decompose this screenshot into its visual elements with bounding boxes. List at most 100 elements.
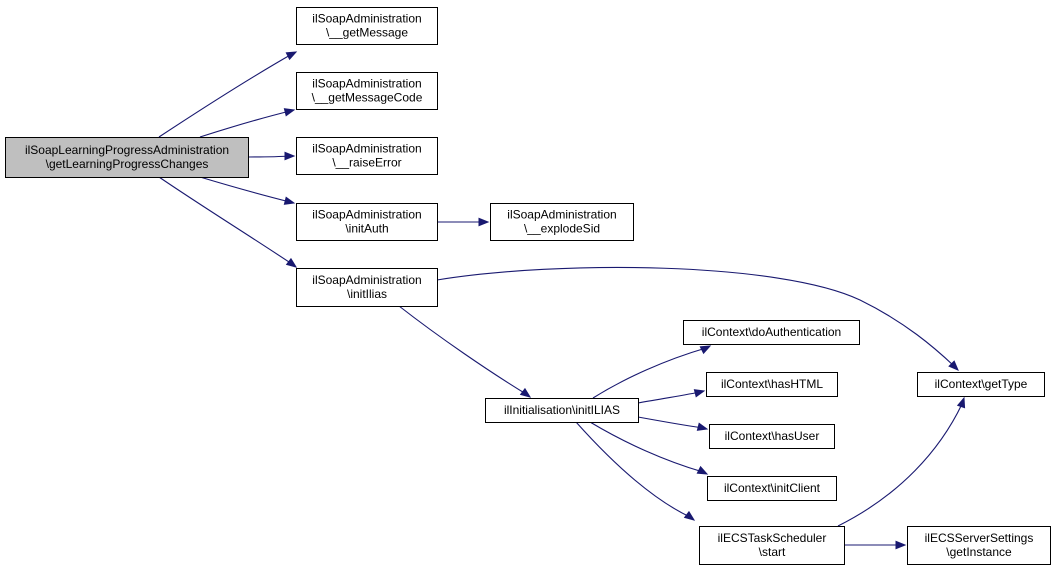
node-label: ilInitialisation\initILIAS [504, 403, 620, 417]
edges-layer [158, 51, 966, 550]
node-label: ilContext\doAuthentication [702, 325, 841, 339]
edge-arrowhead [693, 389, 706, 398]
edge-initILIAS2-to-doAuthentication [592, 345, 712, 399]
node-label: ilECSTaskScheduler [718, 531, 827, 545]
edge-root-to-getMessage [158, 51, 298, 138]
node-getMessageCode[interactable]: ilSoapAdministration\__getMessageCode [296, 72, 438, 110]
edge-line [199, 176, 291, 203]
node-label: \__getMessage [326, 26, 408, 40]
node-getInstance[interactable]: ilECSServerSettings\getInstance [907, 526, 1051, 565]
edge-initILIAS2-to-initClient [589, 421, 709, 475]
node-label: \initIlias [347, 287, 387, 301]
edge-arrowhead [956, 396, 966, 409]
node-box[interactable] [706, 372, 838, 397]
node-label: \__explodeSid [524, 222, 600, 236]
node-hasUser[interactable]: ilContext\hasUser [709, 424, 835, 449]
node-box[interactable] [699, 526, 845, 565]
edge-root-to-initAuth [199, 176, 296, 205]
node-label: ilSoapAdministration [312, 77, 421, 91]
edge-line [398, 305, 527, 395]
node-doAuthentication[interactable]: ilContext\doAuthentication [683, 320, 860, 345]
node-raiseError[interactable]: ilSoapAdministration\__raiseError [296, 137, 438, 175]
node-explodeSid[interactable]: ilSoapAdministration\__explodeSid [490, 203, 634, 241]
node-box[interactable] [707, 476, 837, 501]
node-box[interactable] [5, 137, 249, 178]
edge-line [837, 403, 963, 527]
node-hasHTML[interactable]: ilContext\hasHTML [706, 372, 838, 397]
node-box[interactable] [917, 372, 1045, 397]
edge-initIlias-to-initILIAS2 [398, 305, 532, 398]
edge-arrowhead [283, 196, 296, 205]
edge-line [637, 416, 704, 429]
node-label: ilContext\getType [935, 377, 1028, 391]
edge-line [436, 266, 955, 367]
node-getType[interactable]: ilContext\getType [917, 372, 1045, 397]
node-label: ilContext\initClient [724, 481, 821, 495]
node-label: ilSoapAdministration [312, 142, 421, 156]
edge-arrowhead [683, 510, 696, 521]
edge-initILIAS2-to-ecsStart [575, 421, 696, 521]
edge-arrowhead [696, 422, 709, 431]
node-box[interactable] [296, 72, 438, 110]
node-label: \initAuth [345, 222, 388, 236]
node-label: ilECSServerSettings [925, 531, 1034, 545]
edge-arrowhead [284, 151, 296, 161]
node-label: \getLearningProgressChanges [46, 157, 209, 171]
node-box[interactable] [296, 268, 438, 307]
edge-line [592, 347, 707, 399]
edge-arrowhead [895, 540, 907, 550]
node-label: ilSoapAdministration [507, 208, 616, 222]
node-getMessage[interactable]: ilSoapAdministration\__getMessage [296, 7, 438, 45]
edge-line [637, 391, 701, 404]
node-label: ilSoapAdministration [312, 208, 421, 222]
node-box[interactable] [683, 320, 860, 345]
node-initAuth[interactable]: ilSoapAdministration\initAuth [296, 203, 438, 241]
edge-root-to-raiseError [247, 151, 296, 161]
edge-line [199, 110, 291, 138]
node-box[interactable] [296, 7, 438, 45]
node-label: \getInstance [946, 545, 1012, 559]
node-box[interactable] [296, 203, 438, 241]
node-label: ilContext\hasHTML [721, 377, 823, 391]
edge-arrowhead [285, 51, 298, 61]
edge-initILIAS2-to-hasHTML [637, 389, 706, 404]
edge-arrowhead [696, 465, 709, 475]
node-box[interactable] [907, 526, 1051, 565]
node-initIlias[interactable]: ilSoapAdministration\initIlias [296, 268, 438, 307]
node-label: \__raiseError [332, 156, 401, 170]
node-box[interactable] [709, 424, 835, 449]
edge-line [158, 53, 293, 138]
edge-arrowhead [699, 345, 712, 355]
edge-root-to-initIlias [158, 176, 298, 268]
edge-arrowhead [285, 257, 298, 268]
node-label: \__getMessageCode [312, 91, 423, 105]
node-initILIAS2[interactable]: ilInitialisation\initILIAS [485, 398, 639, 423]
node-box[interactable] [490, 203, 634, 241]
node-label: \start [759, 545, 786, 559]
edge-ecsStart-to-getType [837, 396, 966, 527]
node-label: ilContext\hasUser [725, 429, 820, 443]
edge-arrowhead [519, 387, 532, 398]
node-box[interactable] [485, 398, 639, 423]
node-box[interactable] [296, 137, 438, 175]
edge-initILIAS2-to-hasUser [637, 416, 709, 431]
edge-line [575, 421, 691, 518]
node-label: ilSoapAdministration [312, 12, 421, 26]
edge-root-to-getMessageCode [199, 108, 296, 138]
edge-arrowhead [948, 360, 959, 371]
edge-line [247, 155, 291, 158]
edge-arrowhead [283, 108, 296, 117]
edge-ecsStart-to-getInstance [843, 540, 907, 550]
edge-line [589, 421, 704, 473]
nodes-layer: ilSoapLearningProgressAdministration\get… [5, 7, 1051, 565]
node-label: ilSoapAdministration [312, 273, 421, 287]
node-ecsStart[interactable]: ilECSTaskScheduler\start [699, 526, 845, 565]
edge-line [158, 176, 293, 265]
node-root[interactable]: ilSoapLearningProgressAdministration\get… [5, 137, 249, 178]
edge-initAuth-to-explodeSid [437, 217, 490, 227]
node-label: ilSoapLearningProgressAdministration [25, 143, 229, 157]
edge-initIlias-to-getType [436, 266, 959, 371]
edge-arrowhead [478, 217, 490, 227]
node-initClient[interactable]: ilContext\initClient [707, 476, 837, 501]
